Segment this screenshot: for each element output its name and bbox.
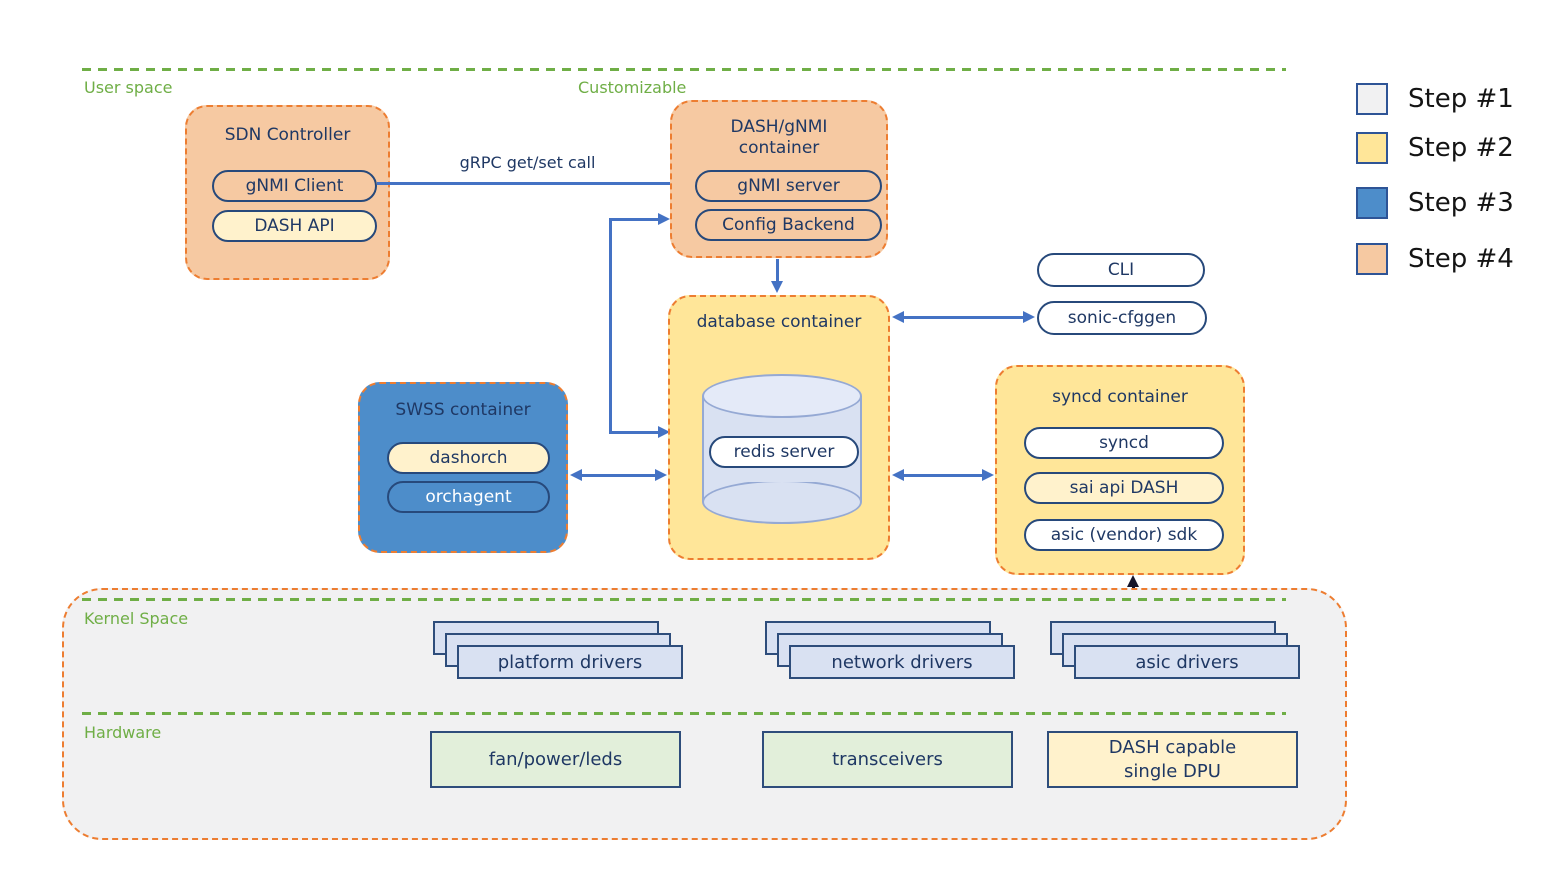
customizable-label: Customizable bbox=[578, 78, 687, 97]
kernel-space-separator-line bbox=[82, 598, 1286, 601]
syncd-pill: syncd bbox=[1024, 427, 1224, 459]
config-backend-pill: Config Backend bbox=[695, 209, 882, 241]
orchagent-pill: orchagent bbox=[387, 481, 550, 513]
user-space-separator-line bbox=[82, 68, 1286, 71]
db-cfggen-line bbox=[903, 316, 1024, 319]
syncd-title: syncd container bbox=[1052, 387, 1188, 407]
swss-db-line bbox=[581, 474, 656, 477]
database-title: database container bbox=[696, 312, 862, 332]
grpc-arrow-line bbox=[377, 182, 679, 185]
kernel-space-label: Kernel Space bbox=[84, 609, 189, 628]
swss-title: SWSS container bbox=[395, 400, 531, 420]
transceivers-box: transceivers bbox=[762, 731, 1013, 788]
sdn-controller-title: SDN Controller bbox=[224, 125, 351, 145]
syncd-asic-up-arrowhead bbox=[1127, 575, 1139, 587]
gnmi-client-pill: gNMI Client bbox=[212, 170, 377, 202]
network-drivers-box: network drivers bbox=[789, 645, 1015, 679]
dashorch-pill: dashorch bbox=[387, 442, 550, 474]
db-cfggen-left-arrowhead bbox=[892, 311, 904, 323]
dashgnmi-to-db-arrowhead bbox=[771, 281, 783, 293]
legend-swatch-step1 bbox=[1356, 83, 1388, 115]
platform-drivers-box: platform drivers bbox=[457, 645, 683, 679]
asic-vendor-sdk-pill: asic (vendor) sdk bbox=[1024, 519, 1224, 551]
database-container: database container redis server bbox=[668, 295, 890, 560]
cli-pill: CLI bbox=[1037, 253, 1205, 287]
elbow-top-arrowhead bbox=[658, 213, 670, 225]
hardware-label: Hardware bbox=[84, 723, 162, 742]
gnmi-server-pill: gNMI server bbox=[695, 170, 882, 202]
sonic-cfggen-pill: sonic-cfggen bbox=[1037, 301, 1207, 335]
legend-swatch-step3 bbox=[1356, 187, 1388, 219]
sdn-controller-container: SDN Controller gNMI Client DASH API bbox=[185, 105, 390, 280]
elbow-bottom-arrowhead bbox=[658, 426, 670, 438]
legend-swatch-step2 bbox=[1356, 132, 1388, 164]
legend-label-step1: Step #1 bbox=[1408, 84, 1514, 114]
fan-power-leds-box: fan/power/leds bbox=[430, 731, 681, 788]
dash-api-pill: DASH API bbox=[212, 210, 377, 242]
legend-swatch-step4 bbox=[1356, 243, 1388, 275]
hardware-separator-line bbox=[82, 712, 1286, 715]
grpc-call-label: gRPC get/set call bbox=[459, 153, 596, 172]
dash-dpu-box: DASH capable single DPU bbox=[1047, 731, 1298, 788]
elbow-connector-top bbox=[609, 218, 658, 221]
db-syncd-left-arrowhead bbox=[892, 469, 904, 481]
elbow-connector-vertical bbox=[609, 218, 612, 434]
swss-container: SWSS container dashorch orchagent bbox=[358, 382, 568, 553]
asic-drivers-box: asic drivers bbox=[1074, 645, 1300, 679]
dash-gnmi-container: DASH/gNMI container gNMI server Config B… bbox=[670, 100, 888, 258]
dash-gnmi-title: DASH/gNMI container bbox=[730, 117, 828, 159]
swss-db-left-arrowhead bbox=[570, 469, 582, 481]
user-space-label: User space bbox=[84, 78, 173, 97]
legend-label-step3: Step #3 bbox=[1408, 188, 1514, 218]
elbow-connector-bottom bbox=[609, 431, 658, 434]
redis-cylinder-bottom bbox=[702, 480, 862, 524]
syncd-container: syncd container syncd sai api DASH asic … bbox=[995, 365, 1245, 575]
legend-label-step2: Step #2 bbox=[1408, 133, 1514, 163]
db-syncd-right-arrowhead bbox=[982, 469, 994, 481]
swss-db-right-arrowhead bbox=[655, 469, 667, 481]
sai-api-dash-pill: sai api DASH bbox=[1024, 472, 1224, 504]
db-syncd-line bbox=[903, 474, 982, 477]
redis-server-pill: redis server bbox=[709, 436, 859, 468]
db-cfggen-right-arrowhead bbox=[1023, 311, 1035, 323]
legend-label-step4: Step #4 bbox=[1408, 244, 1514, 274]
redis-cylinder-top bbox=[702, 374, 862, 418]
dashgnmi-to-db-line bbox=[776, 259, 779, 281]
